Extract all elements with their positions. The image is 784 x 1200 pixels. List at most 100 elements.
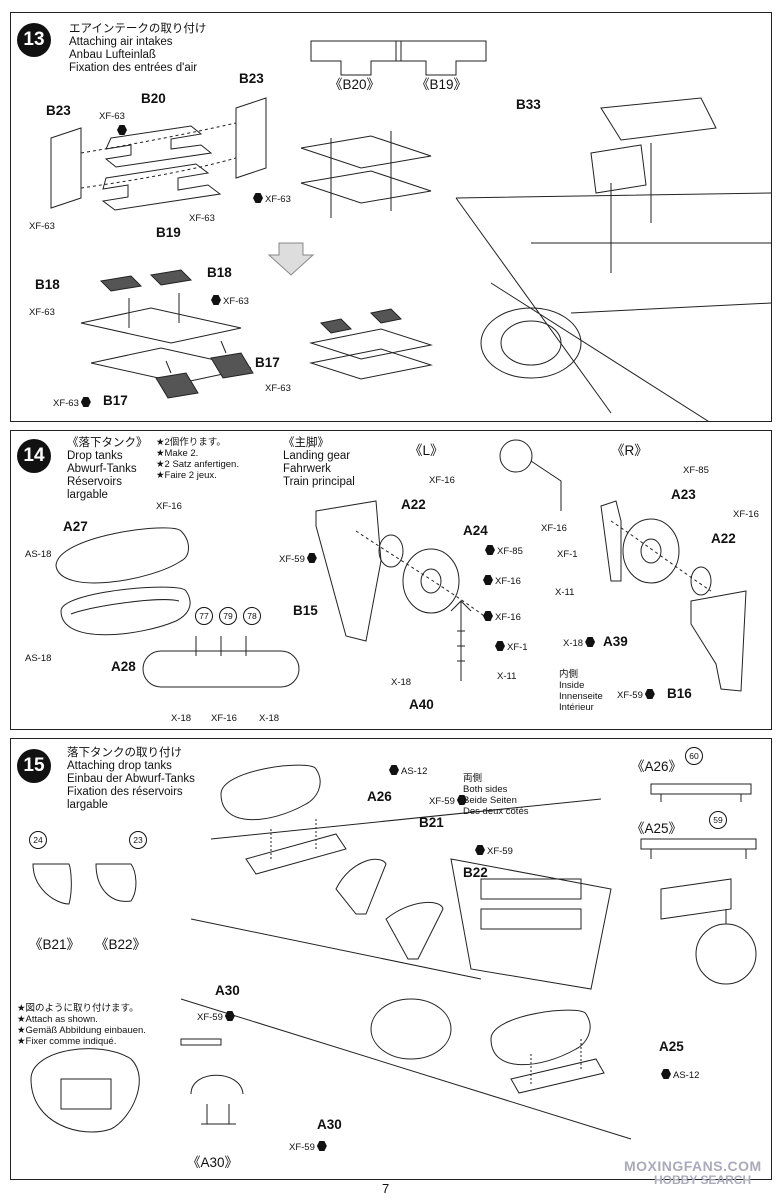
xf16-label-2: XF-16 [211,713,237,724]
paint-hex-icon [80,397,91,407]
xf59-label-2: XF-59 [617,689,657,701]
label-a30-1: A30 [215,983,240,998]
label-a25: A25 [659,1039,684,1054]
as18-label-1: AS-18 [25,549,52,560]
as12-label-1: AS-12 [387,765,427,777]
label-a26: A26 [367,789,392,804]
label-b18-left: B18 [35,277,60,292]
callout-60: 60 [685,747,703,765]
xf1-label-2: XF-1 [557,549,578,560]
label-b33: B33 [516,97,541,112]
label-a40: A40 [409,697,434,712]
xf63-label-4: XF-63 [251,193,291,205]
label-a23: A23 [671,487,696,502]
label-b17-right: B17 [255,355,280,370]
page-number: 7 [382,1181,390,1196]
step-14-titles: 《落下タンク》 Drop tanks Abwurf-Tanks Réservoi… [67,437,148,502]
xf59-label-4: XF-59 [473,845,513,857]
attach-as-shown-note: ★図のように取り付けます。 ★Attach as shown. ★Gemäß A… [17,1003,146,1047]
right-mark: 《R》 [611,443,648,458]
as18-label-2: AS-18 [25,653,52,664]
step-15-titles: 落下タンクの取り付け Attaching drop tanks Einbau d… [67,747,195,812]
a25-caption: 《A25》 [631,821,683,836]
b20-caption: 《B20》 [329,77,381,92]
paint-hex-icon [495,641,505,651]
xf1-label-1: XF-1 [493,641,528,653]
xf63-label-1: XF-63 [99,111,125,122]
landing-gear-titles: 《主脚》 Landing gear Fahrwerk Train princip… [283,437,355,488]
paint-hex-icon [585,637,596,647]
label-b23-left: B23 [46,103,71,118]
xf16-label-4: XF-16 [481,575,521,587]
label-b20: B20 [141,91,166,106]
label-b23-right: B23 [239,71,264,86]
callout-59: 59 [709,811,727,829]
step-13-title-de: Anbau Lufteinlaß [69,49,156,61]
xf16-label-7: XF-16 [541,523,567,534]
paint-hex-icon [224,1011,235,1021]
label-a22-right: A22 [711,531,736,546]
paint-hex-icon [456,795,467,805]
xf63-label-2: XF-63 [29,221,55,232]
label-a27: A27 [63,519,88,534]
x18-label-4: X-18 [563,637,597,649]
step-14-illustration [55,439,747,692]
label-b19: B19 [156,225,181,240]
step-15-title-jp: 落下タンクの取り付け [67,747,182,759]
paint-hex-icon [316,1141,327,1151]
xf63-label-7: XF-63 [265,383,291,394]
step-13-illustration [50,40,771,421]
xf59-label-3: XF-59 [429,795,469,807]
xf85-label-2: XF-85 [683,465,709,476]
step-14-title-en: Drop tanks [67,450,123,462]
as12-label-2: AS-12 [659,1069,699,1081]
paint-hex-icon [644,689,655,699]
a30-caption: 《A30》 [187,1155,239,1170]
callout-78: 78 [243,607,261,625]
step-15-number: 15 [17,749,51,783]
paint-hex-icon [306,553,317,563]
label-a24: A24 [463,523,488,538]
step-13-titles: エアインテークの取り付け Attaching air intakes Anbau… [69,23,206,75]
paint-hex-icon [253,193,263,203]
step-15-title-en: Attaching drop tanks [67,760,172,772]
left-mark: 《L》 [409,443,444,458]
step-14-title-fr: Réservoirs [67,476,122,488]
b19-caption: 《B19》 [416,77,468,92]
x11-label-1: X-11 [497,671,517,682]
label-a30-2: A30 [317,1117,342,1132]
xf16-label-1: XF-16 [156,501,182,512]
label-b22: B22 [463,865,488,880]
step-13-panel: 13 エアインテークの取り付け Attaching air intakes An… [10,12,772,422]
callout-24: 24 [29,831,47,849]
watermark-site: MOXINGFANS.COM [624,1158,762,1174]
x18-label-2: X-18 [259,713,280,724]
label-b16: B16 [667,686,692,701]
xf63-label-8: XF-63 [53,397,93,409]
step-14-title-fr2: largable [67,489,108,501]
step-15-panel: 15 落下タンクの取り付け Attaching drop tanks Einba… [10,738,772,1180]
callout-79: 79 [219,607,237,625]
paint-hex-icon [117,125,127,135]
xf59-label-5: XF-59 [197,1011,237,1023]
xf59-label-1: XF-59 [279,553,319,565]
step-14-panel: 14 《落下タンク》 Drop tanks Abwurf-Tanks Réser… [10,430,772,730]
xf16-label-6: XF-16 [733,509,759,520]
label-b15: B15 [293,603,318,618]
step-14-title-de: Abwurf-Tanks [67,463,137,475]
b22-caption: 《B22》 [95,937,147,952]
xf59-label-6: XF-59 [289,1141,329,1153]
paint-hex-icon [483,575,493,585]
xf63-label-3: XF-63 [189,213,215,224]
make-two-note: ★2個作ります。 ★Make 2. ★2 Satz anfertigen. ★F… [156,437,239,481]
inside-note: 内側 Inside Innenseite Intérieur [559,669,603,713]
b21-caption: 《B21》 [29,937,81,952]
watermark-hobby: HOBBY SEARCH [654,1173,752,1187]
step-13-title-en: Attaching air intakes [69,36,173,48]
callout-77: 77 [195,607,213,625]
label-a39: A39 [603,634,628,649]
step-15-title-fr2: largable [67,799,108,811]
step-13-number: 13 [17,23,51,57]
label-a28: A28 [111,659,136,674]
step-15-illustration [30,764,757,1140]
